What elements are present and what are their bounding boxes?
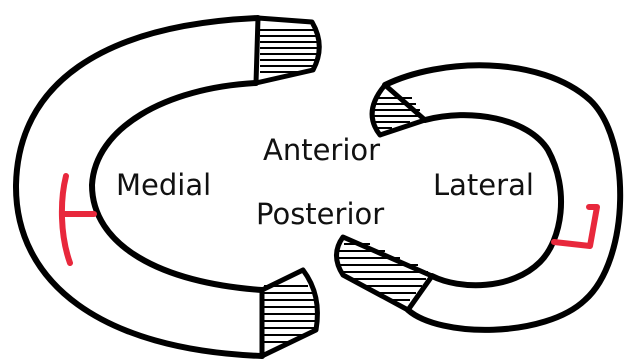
lateral-posterior-horn (337, 237, 433, 310)
label-anterior: Anterior (263, 136, 380, 165)
label-lateral: Lateral (433, 171, 534, 200)
label-medial: Medial (116, 171, 211, 200)
medial-anterior-horn (256, 18, 319, 83)
label-posterior: Posterior (256, 200, 384, 229)
